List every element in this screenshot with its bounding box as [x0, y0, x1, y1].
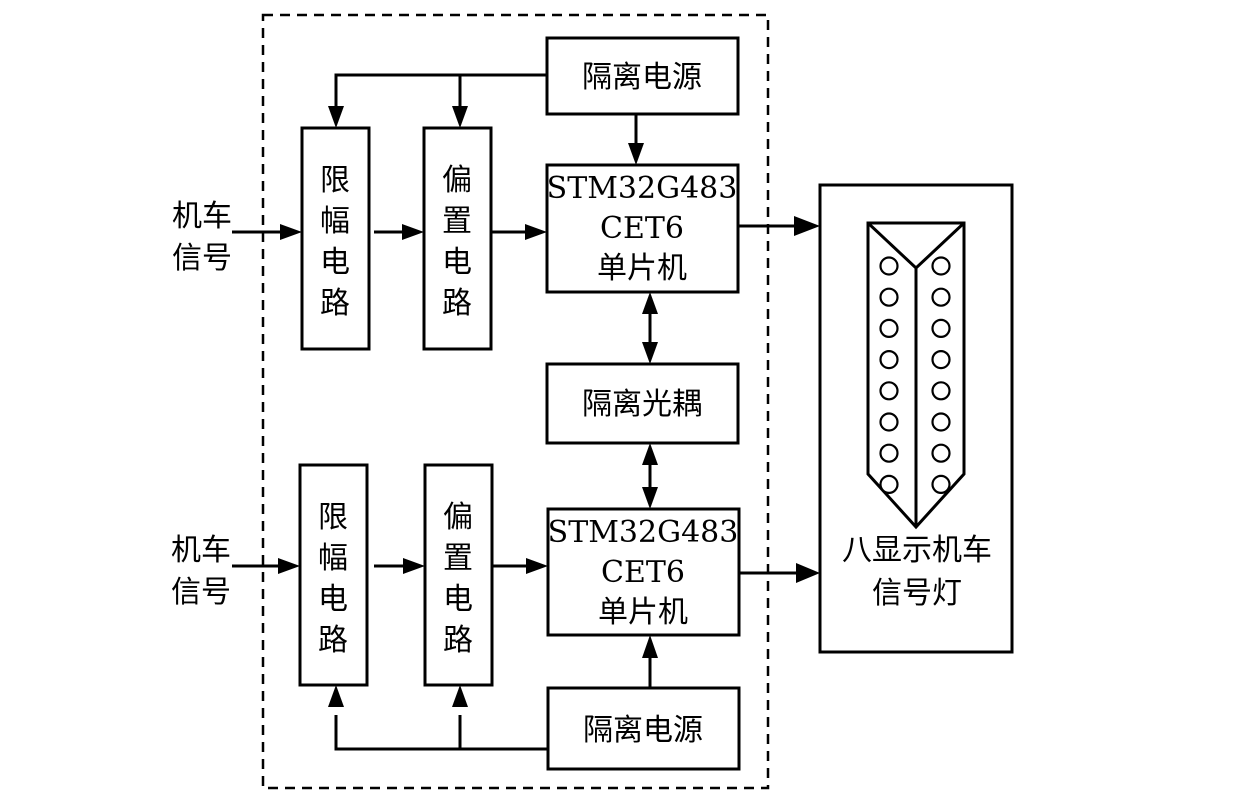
- input-signal-top-line-2: 信号: [172, 241, 232, 276]
- signal-lamp-bulbs: [879, 256, 951, 494]
- signal-bulb-icon: [931, 412, 951, 432]
- isolated-power-top-box: [545, 36, 740, 116]
- signal-bulb-icon: [931, 443, 951, 463]
- power-top-to-limiter-wire: [334, 73, 547, 108]
- arrowhead-power-bottom-limiter: [328, 685, 344, 707]
- arrowhead-limiter-bias-top: [402, 224, 424, 240]
- arrowhead-power-top-limiter: [328, 106, 344, 128]
- mcu-top-line-1: STM32G483: [547, 171, 738, 206]
- signal-bulb-icon: [931, 287, 951, 307]
- arrowhead-power-bottom-mcu: [642, 635, 658, 658]
- mcu-bottom-line-2: CET6: [601, 555, 685, 590]
- signal-bulb-icon: [931, 350, 951, 370]
- arrowhead-mcu-bottom-lamp: [796, 563, 820, 583]
- bias-circuit-top-box: [422, 126, 493, 351]
- signal-bulb-icon: [931, 318, 951, 338]
- limiter-bottom-char-4: 路: [318, 623, 348, 658]
- power-bottom-to-limiter-wire: [334, 715, 548, 751]
- optocoupler-label: 隔离光耦: [582, 387, 702, 422]
- controller-boundary: [261, 13, 770, 790]
- signal-bulb-icon: [879, 256, 899, 276]
- signal-lamp-label-line-2: 信号灯: [872, 576, 962, 611]
- mcu-top-line-3: 单片机: [597, 251, 687, 286]
- limiter-bottom-char-1: 限: [318, 500, 348, 535]
- signal-lamp-label-line-1: 八显示机车: [842, 533, 992, 568]
- bias-top-char-4: 路: [442, 286, 472, 321]
- signal-bulb-icon: [931, 474, 951, 494]
- signal-bulb-icon: [879, 381, 899, 401]
- arrowhead-opto-link-top-down: [642, 342, 658, 364]
- limiter-circuit-top-box: [300, 126, 371, 351]
- signal-bulb-icon: [931, 256, 951, 276]
- limiter-bottom-char-2: 幅: [318, 541, 348, 576]
- isolated-power-top-label: 隔离电源: [582, 60, 702, 95]
- arrowhead-power-top-bias: [452, 106, 468, 128]
- limiter-circuit-bottom-box: [298, 463, 369, 687]
- limiter-top-char-3: 电: [320, 245, 350, 280]
- bias-top-char-1: 偏: [442, 163, 472, 198]
- signal-bulb-icon: [879, 474, 899, 494]
- arrowhead-opto-link-top-up: [642, 292, 658, 314]
- isolated-power-bottom-box: [546, 686, 741, 771]
- limiter-bottom-char-3: 电: [318, 582, 348, 617]
- arrowhead-input-top: [280, 224, 302, 240]
- signal-bulb-icon: [879, 350, 899, 370]
- limiter-top-char-2: 幅: [320, 204, 350, 239]
- limiter-top-char-1: 限: [320, 163, 350, 198]
- mcu-bottom-line-1: STM32G483: [548, 515, 739, 550]
- arrowhead-opto-link-bottom-up: [642, 443, 658, 465]
- arrowhead-power-bottom-bias: [452, 685, 468, 707]
- arrowhead-bias-mcu-top: [525, 224, 547, 240]
- arrowhead-power-top-mcu: [628, 143, 644, 165]
- signal-bulb-icon: [931, 381, 951, 401]
- mcu-bottom-line-3: 单片机: [598, 595, 688, 630]
- bias-bottom-char-4: 路: [443, 623, 473, 658]
- bias-bottom-char-1: 偏: [443, 500, 473, 535]
- arrowhead-input-bottom: [278, 558, 300, 574]
- bias-top-char-3: 电: [442, 245, 472, 280]
- limiter-top-char-4: 路: [320, 286, 350, 321]
- bias-top-char-2: 置: [442, 204, 472, 239]
- isolated-power-bottom-label: 隔离电源: [583, 713, 703, 748]
- input-signal-bottom-line-2: 信号: [171, 575, 231, 610]
- bias-circuit-bottom-box: [423, 463, 494, 687]
- input-signal-bottom-line-1: 机车: [171, 533, 231, 568]
- arrowhead-mcu-top-lamp: [794, 216, 820, 236]
- bias-bottom-char-3: 电: [443, 582, 473, 617]
- optocoupler-box: [545, 362, 740, 445]
- arrowhead-limiter-bias-bottom: [403, 558, 425, 574]
- arrowhead-opto-link-bottom-down: [642, 487, 658, 509]
- arrowhead-bias-mcu-bottom: [526, 558, 548, 574]
- signal-bulb-icon: [879, 287, 899, 307]
- signal-bulb-icon: [879, 412, 899, 432]
- signal-bulb-icon: [879, 318, 899, 338]
- signal-bulb-icon: [879, 443, 899, 463]
- input-signal-top-line-1: 机车: [172, 199, 232, 234]
- mcu-top-line-2: CET6: [600, 211, 684, 246]
- mcu-top-box: [545, 163, 740, 294]
- bias-bottom-char-2: 置: [443, 541, 473, 576]
- mcu-bottom-box: [546, 507, 741, 637]
